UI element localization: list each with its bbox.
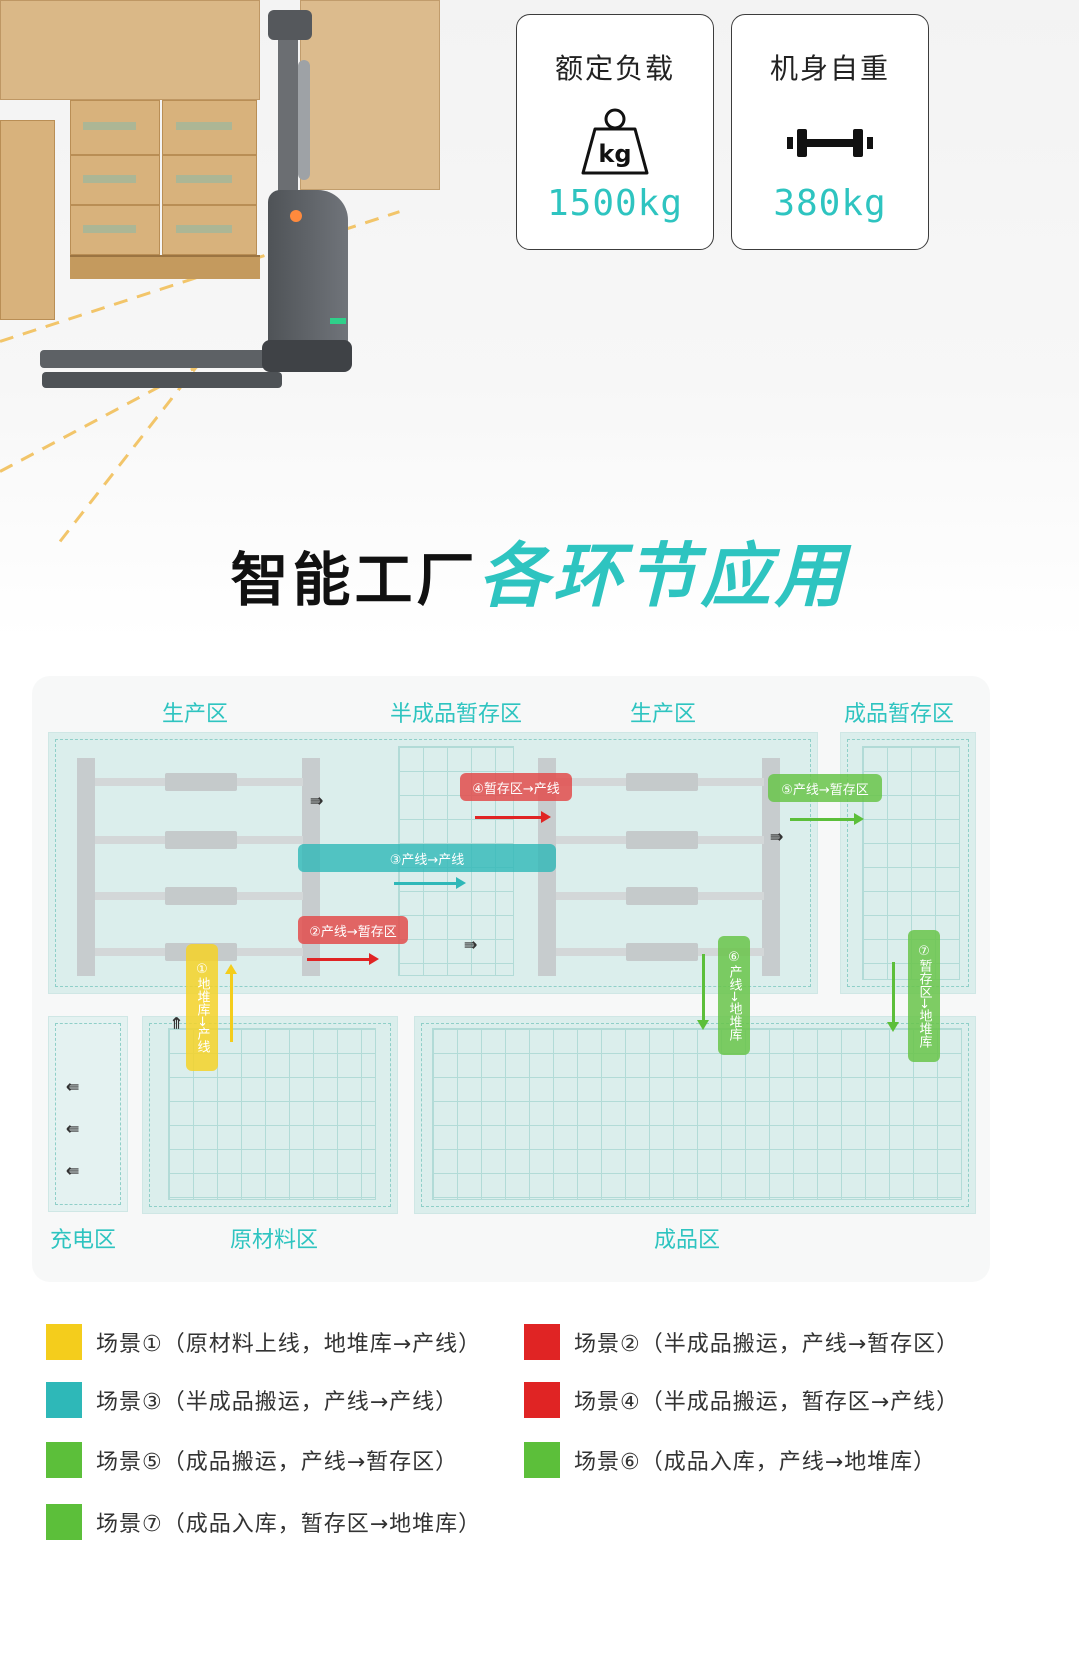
cargo-box [0,0,260,100]
legend-item-5: 场景⑤（成品搬运，产线→暂存区） [46,1440,458,1480]
cargo-box [162,100,257,155]
cargo-box [70,100,160,155]
line-workstation [626,943,698,961]
agv-fork [42,372,282,388]
forklift-icon: ⇛ [770,824,784,849]
spec-card-self-weight: 机身自重 380kg [731,14,929,250]
spec-title: 额定负载 [554,52,675,85]
cargo-box [162,205,257,255]
arrow-scenario-4 [475,811,551,823]
agv-body [268,190,348,360]
hero-section: 额定负载 kg 1500kg 机身自重 380kg 智能工厂各环节应用 [0,0,1079,640]
legend-item-7: 场景⑦（成品入库，暂存区→地堆库） [46,1502,481,1542]
legend-text: 场景⑥（成品入库，产线→地堆库） [574,1450,937,1475]
legend-text: 场景①（原材料上线，地堆库→产线） [96,1332,482,1357]
line-workstation [626,887,698,905]
svg-text:kg: kg [598,140,631,168]
legend-swatch [524,1324,560,1360]
kg-weight-icon: kg [581,108,649,175]
agv-led-strip [330,318,346,324]
legend-swatch [46,1324,82,1360]
agv-mast [278,22,298,202]
line-workstation [165,831,237,849]
legend-text: 场景④（半成品搬运，暂存区→产线） [574,1390,960,1415]
zone-title-semi-storage: 半成品暂存区 [390,702,523,727]
arrow-scenario-1 [225,964,237,1042]
scenario-tag-4: ④暂存区→产线 [460,773,572,801]
line-workstation [626,831,698,849]
arrow-scenario-3 [394,877,466,889]
arrow-scenario-7 [887,962,899,1032]
legend-item-4: 场景④（半成品搬运，暂存区→产线） [524,1380,959,1420]
spec-title: 机身自重 [769,52,890,85]
arrow-scenario-6 [697,954,709,1030]
arrow-scenario-2 [307,953,379,965]
zone-title-finished-storage: 成品暂存区 [844,702,955,727]
agv-sensor-head [268,10,312,40]
charging-forklift-icon: ⇚ [66,1158,80,1183]
zone-title-finished: 成品区 [654,1228,721,1253]
charging-forklift-icon: ⇚ [66,1116,80,1141]
production-rack [77,758,95,976]
zone-grid-raw-material [168,1028,376,1200]
factory-map: 生产区 半成品暂存区 生产区 成品暂存区 ⇛ ⇛ ⇛ ④暂存区→产线 ③产线→产… [32,676,990,1282]
legend-text: 场景②（半成品搬运，产线→暂存区） [574,1332,960,1357]
cargo-box [300,0,440,190]
spec-card-rated-load: 额定负载 kg 1500kg [516,14,714,250]
production-rack [762,758,780,976]
dumbbell-icon [787,129,873,157]
spec-value: 1500kg [546,183,684,224]
page-headline: 智能工厂各环节应用 [0,520,1079,621]
legend-text: 场景⑤（成品搬运，产线→暂存区） [96,1450,459,1475]
cargo-box [70,205,160,255]
forklift-icon: ⇛ [163,1016,189,1030]
agv-handle [298,60,310,180]
legend-swatch [46,1382,82,1418]
scenario-tag-3: ③产线→产线 [298,844,556,872]
cargo-box [0,120,55,320]
legend-swatch [524,1382,560,1418]
cargo-box [70,155,160,205]
zone-title-production-left: 生产区 [162,702,229,727]
legend-item-1: 场景①（原材料上线，地堆库→产线） [46,1322,481,1362]
legend-text: 场景③（半成品搬运，产线→产线） [96,1390,459,1415]
arrow-scenario-5 [790,813,864,825]
scenario-tag-2: ②产线→暂存区 [298,916,408,944]
agv-indicator-light [290,210,302,222]
scenario-tag-6: ⑥产线→地堆库 [718,936,750,1055]
spec-value: 380kg [773,183,887,224]
agv-fork [40,350,280,368]
legend-swatch [46,1504,82,1540]
legend-item-2: 场景②（半成品搬运，产线→暂存区） [524,1322,959,1362]
forklift-icon: ⇛ [310,788,324,813]
zone-title-raw-material: 原材料区 [230,1228,319,1253]
legend-text: 场景⑦（成品入库，暂存区→地堆库） [96,1512,482,1537]
zone-title-production-right: 生产区 [630,702,697,727]
zone-charging [48,1016,128,1212]
legend-item-6: 场景⑥（成品入库，产线→地堆库） [524,1440,936,1480]
pallet [70,255,260,279]
zone-grid-finished [432,1028,962,1200]
legend-item-3: 场景③（半成品搬运，产线→产线） [46,1380,458,1420]
cargo-box [162,155,257,205]
agv-base [262,340,352,372]
line-workstation [165,773,237,791]
headline-teal: 各环节应用 [478,535,849,617]
charging-forklift-icon: ⇚ [66,1074,80,1099]
scenario-tag-5: ⑤产线→暂存区 [768,774,882,802]
legend-swatch [524,1442,560,1478]
scenario-tag-1: ①地堆库→产线 [186,944,218,1071]
legend-swatch [46,1442,82,1478]
line-workstation [626,773,698,791]
line-workstation [165,887,237,905]
scenario-tag-7: ⑦暂存区→地堆库 [908,930,940,1062]
headline-black: 智能工厂 [230,546,479,614]
forklift-icon: ⇛ [464,932,478,957]
zone-title-charging: 充电区 [50,1228,117,1253]
